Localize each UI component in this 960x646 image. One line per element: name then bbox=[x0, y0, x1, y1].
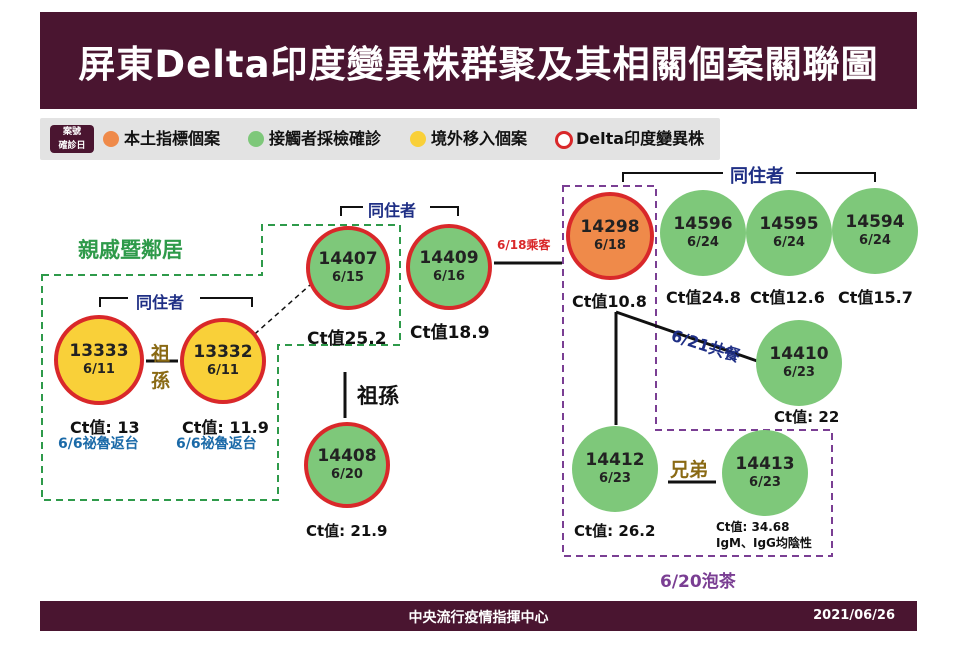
case-date: 6/15 bbox=[332, 270, 364, 285]
case-id: 14407 bbox=[318, 249, 378, 269]
case-id: 14412 bbox=[585, 450, 645, 470]
relatives-label: 親戚暨鄰居 bbox=[78, 238, 183, 262]
ct-13332: Ct值: 11.9 bbox=[182, 418, 269, 437]
legend-label-delta: Delta印度變異株 bbox=[576, 129, 705, 148]
case-id: 14408 bbox=[317, 446, 377, 466]
legend-red-ring-icon bbox=[555, 131, 573, 149]
page-title: 屏東Delta印度變異株群聚及其相關個案關聯圖 bbox=[40, 12, 917, 109]
case-id: 13332 bbox=[193, 342, 253, 362]
case-14413: 14413 6/23 bbox=[722, 430, 808, 516]
case-id: 14409 bbox=[419, 248, 479, 268]
case-14412: 14412 6/23 bbox=[572, 426, 658, 512]
case-date: 6/11 bbox=[207, 363, 239, 378]
case-date: 6/24 bbox=[859, 233, 891, 248]
case-id: 14413 bbox=[735, 454, 795, 474]
ct-14595: Ct值12.6 bbox=[750, 288, 825, 307]
case-id: 14298 bbox=[580, 217, 640, 237]
cohabit-mid-bracket bbox=[340, 206, 459, 216]
case-14409: 14409 6/16 bbox=[406, 224, 492, 310]
ct-13333: Ct值: 13 bbox=[70, 418, 140, 437]
legend-key-line1: 案號 bbox=[62, 127, 81, 137]
case-date: 6/18 bbox=[594, 238, 626, 253]
legend-yellow-dot-icon bbox=[410, 131, 426, 147]
ct-14409: Ct值18.9 bbox=[410, 323, 490, 343]
cohabit-mid-label: 同住者 bbox=[368, 201, 417, 220]
ct-14407: Ct值25.2 bbox=[307, 329, 387, 349]
case-14595: 14595 6/24 bbox=[746, 190, 832, 276]
ct-14298: Ct值10.8 bbox=[572, 292, 647, 311]
cohabit-left-label: 同住者 bbox=[136, 293, 185, 312]
legend-key-line2: 確診日 bbox=[58, 141, 86, 151]
case-14594: 14594 6/24 bbox=[832, 188, 918, 274]
ct-14413: Ct值: 34.68 bbox=[716, 520, 790, 534]
legend-key-box: 案號 確診日 bbox=[50, 125, 94, 153]
case-date: 6/11 bbox=[83, 362, 115, 377]
ct-14412: Ct值: 26.2 bbox=[574, 522, 656, 540]
legend-green-dot-icon bbox=[248, 131, 264, 147]
note-13333: 6/6祕魯返台 bbox=[58, 436, 139, 452]
case-date: 6/24 bbox=[773, 235, 805, 250]
case-date: 6/23 bbox=[749, 475, 781, 490]
cohabit-right-label: 同住者 bbox=[730, 166, 784, 187]
case-date: 6/16 bbox=[433, 269, 465, 284]
case-13332: 13332 6/11 bbox=[180, 318, 266, 404]
case-id: 14595 bbox=[759, 214, 819, 234]
ct-14594: Ct值15.7 bbox=[838, 288, 913, 307]
case-14596: 14596 6/24 bbox=[660, 190, 746, 276]
case-13333: 13333 6/11 bbox=[54, 315, 144, 405]
footer-org: 中央流行疫情指揮中心 bbox=[408, 610, 549, 626]
relatives-group-border bbox=[41, 224, 401, 501]
ct-14408: Ct值: 21.9 bbox=[306, 522, 388, 540]
case-14408: 14408 6/20 bbox=[304, 422, 390, 508]
link-13332-14407 bbox=[247, 284, 311, 341]
case-id: 14410 bbox=[769, 344, 829, 364]
case-id: 13333 bbox=[69, 341, 129, 361]
case-date: 6/20 bbox=[331, 467, 363, 482]
legend-orange-dot-icon bbox=[103, 131, 119, 147]
grand-label-a: 祖 bbox=[151, 343, 171, 365]
case-date: 6/23 bbox=[783, 365, 815, 380]
legend-label-index-case: 本土指標個案 bbox=[124, 129, 221, 148]
link-14298-14410 bbox=[615, 310, 761, 364]
note-14413: IgM、IgG均陰性 bbox=[716, 536, 812, 550]
grand-label-b: 孫 bbox=[151, 370, 171, 392]
cohabit-right-bracket bbox=[622, 172, 876, 182]
case-id: 14594 bbox=[845, 212, 905, 232]
flight-label: 6/18乘客 bbox=[497, 238, 551, 252]
legend-label-contact: 接觸者採檢確診 bbox=[269, 129, 382, 148]
case-14407: 14407 6/15 bbox=[306, 226, 390, 310]
note-13332: 6/6祕魯返台 bbox=[176, 436, 257, 452]
case-date: 6/24 bbox=[687, 235, 719, 250]
brothers-label: 兄弟 bbox=[670, 459, 709, 481]
cohabit-left-bracket bbox=[99, 297, 253, 307]
tea-label: 6/20泡茶 bbox=[660, 572, 736, 592]
footer: 中央流行疫情指揮中心 2021/06/26 bbox=[40, 601, 917, 631]
case-id: 14596 bbox=[673, 214, 733, 234]
grandparent-child-label: 祖孫 bbox=[357, 384, 399, 408]
case-14410: 14410 6/23 bbox=[756, 320, 842, 406]
legend-label-imported: 境外移入個案 bbox=[431, 129, 528, 148]
ct-14596: Ct值24.8 bbox=[666, 288, 741, 307]
ct-14410: Ct值: 22 bbox=[774, 408, 840, 426]
case-14298: 14298 6/18 bbox=[566, 192, 654, 280]
case-date: 6/23 bbox=[599, 471, 631, 486]
footer-date: 2021/06/26 bbox=[813, 608, 895, 623]
legend bbox=[40, 118, 720, 160]
